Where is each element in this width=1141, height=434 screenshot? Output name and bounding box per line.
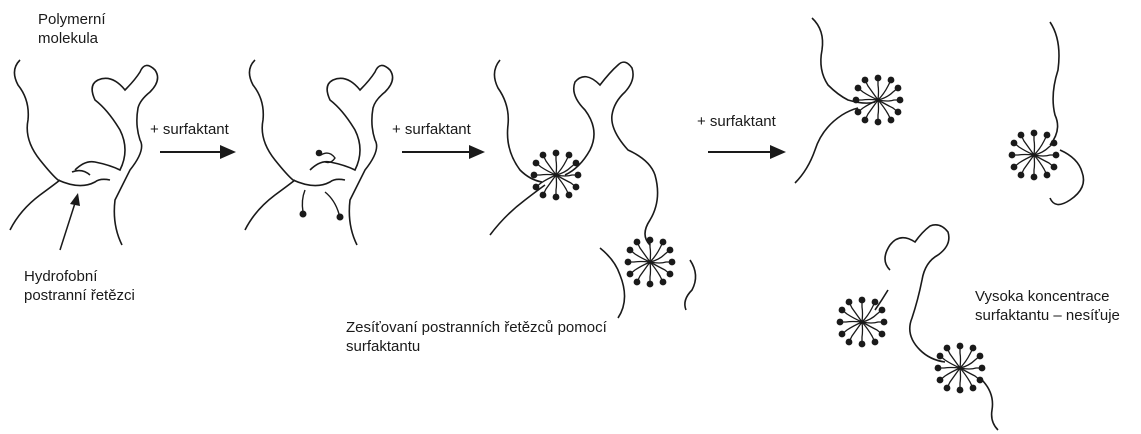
label-high-concentration: Vysoka koncentrace surfaktantu – nesíťuj… (975, 287, 1120, 325)
micelle (625, 237, 676, 288)
micelle (853, 75, 904, 126)
polymer-molecule-panel-1 (10, 60, 158, 245)
micelle (531, 150, 582, 201)
arrow-label-2: + surfaktant (392, 120, 471, 139)
micelle (1009, 130, 1060, 181)
label-polymer-molecule: Polymerní molekula (38, 10, 106, 48)
polymer-molecule-panel-2 (245, 60, 393, 245)
label-crosslinking: Zesíťovaní postranních řetězců pomocí su… (346, 318, 607, 356)
reaction-arrow-2 (402, 145, 485, 159)
label-hydrophobic-side-chains: Hydrofobní postranní řetězci (24, 267, 135, 305)
micelle (935, 343, 986, 394)
polymer-molecule-panel-4 (795, 18, 1084, 430)
hydrophobic-pointer-arrow (60, 193, 80, 250)
arrow-label-1: + surfaktant (150, 120, 229, 139)
polymer-molecule-panel-3 (490, 60, 696, 318)
reaction-arrow-3 (708, 145, 786, 159)
arrow-label-3: + surfaktant (697, 112, 776, 131)
reaction-arrow-1 (160, 145, 236, 159)
